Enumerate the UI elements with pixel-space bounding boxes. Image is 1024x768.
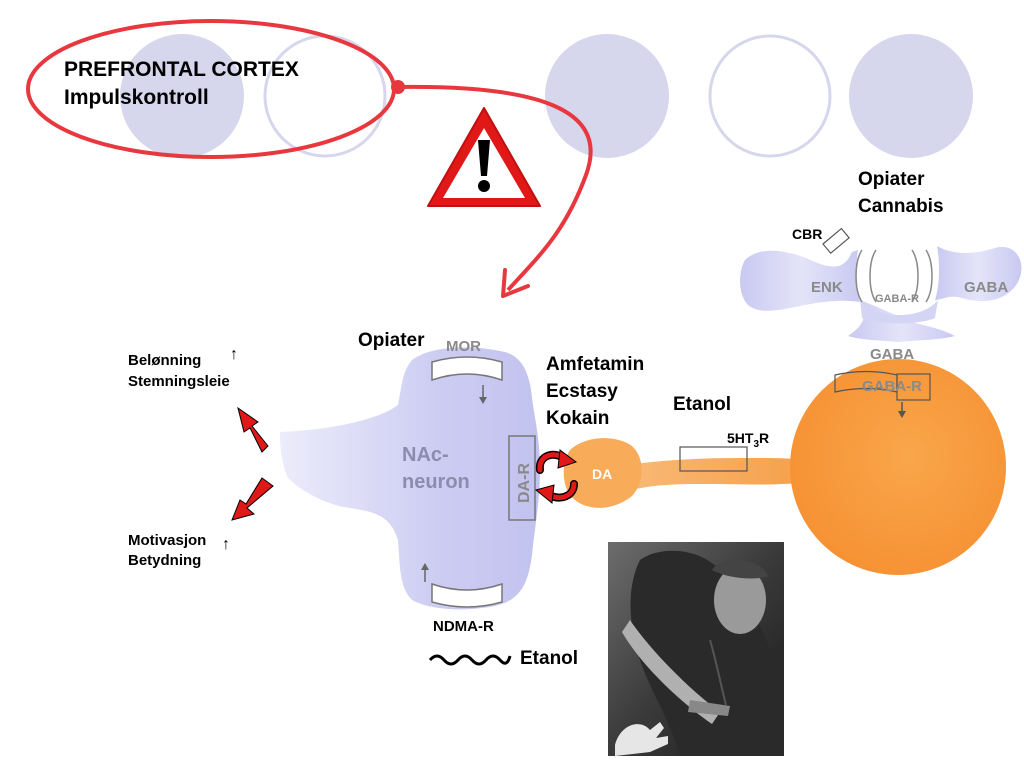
soma-gaba-receptor-box — [896, 373, 931, 401]
interneuron-gaba-label: GABA — [964, 279, 1008, 296]
effect-top-up-arrow: ↑ — [230, 346, 238, 363]
da-axon — [620, 458, 805, 494]
mor-label: MOR — [446, 338, 481, 355]
effect-motivasjon: Motivasjon — [128, 532, 206, 549]
interneuron-left-lobe — [740, 250, 860, 311]
nac-label-line1: NAc- — [402, 444, 449, 466]
nac-label-line2: neuron — [402, 471, 470, 493]
connector-arrowhead — [501, 268, 530, 298]
effect-bottom-up-arrow: ↑ — [222, 536, 230, 553]
prefrontal-subtitle: Impulskontroll — [64, 86, 209, 109]
decor-circle — [545, 34, 669, 158]
decor-circle — [849, 34, 973, 158]
cbr-receptor — [822, 227, 850, 255]
stimulant-ecstasy: Ecstasy — [546, 381, 618, 402]
enk-label: ENK — [811, 279, 843, 296]
nac-neuron — [280, 347, 540, 610]
effect-belonning: Belønning — [128, 352, 201, 369]
person-photo — [608, 542, 784, 756]
ndma-receptor — [431, 582, 503, 608]
5ht3r-receptor — [679, 446, 748, 472]
soma-gaba-label: GABA — [870, 346, 914, 363]
impulse-connector-line — [397, 84, 593, 292]
da-terminal-label: DA — [592, 466, 612, 482]
da-terminal — [563, 438, 642, 508]
decor-circle — [120, 34, 244, 158]
interneuron-right-lobe — [935, 246, 1022, 302]
decor-circle — [708, 34, 832, 158]
nac-neuron-body — [280, 347, 540, 610]
stimulant-kokain: Kokain — [546, 408, 609, 429]
etanol-axon-label: Etanol — [673, 394, 731, 415]
reuptake-arrows-icon — [534, 449, 578, 504]
etanol-wave — [428, 654, 512, 666]
effect-betydning: Betydning — [128, 552, 201, 569]
5ht3r-label: 5HT3R — [727, 430, 769, 450]
decorative-circles — [120, 34, 973, 158]
down-left-red-arrow — [231, 477, 274, 521]
etanol-nac-label: Etanol — [520, 648, 578, 669]
up-left-red-arrow — [237, 406, 269, 453]
warning-icon — [427, 107, 541, 207]
da-soma — [790, 359, 1006, 575]
mor-receptor — [431, 356, 503, 382]
opiater-nac-label: Opiater — [358, 330, 425, 351]
gaba-interneuron — [740, 227, 1022, 342]
da-neuron — [563, 359, 1006, 575]
effect-stemningsleie: Stemningsleie — [128, 373, 230, 390]
da-receptor-label: DA-R — [516, 463, 533, 503]
da-receptor-box — [508, 435, 536, 521]
interneuron-drug-line2: Cannabis — [858, 196, 944, 217]
ndma-label: NDMA-R — [433, 618, 494, 635]
interneuron-drug-line1: Opiater — [858, 169, 925, 190]
prefrontal-title: PREFRONTAL CORTEX — [64, 58, 299, 81]
interneuron-gabar-label: GABA-R — [875, 293, 919, 305]
stimulant-amfetamin: Amfetamin — [546, 354, 644, 375]
soma-gabar-label: GABA-R — [862, 378, 922, 395]
cbr-label: CBR — [792, 226, 822, 242]
